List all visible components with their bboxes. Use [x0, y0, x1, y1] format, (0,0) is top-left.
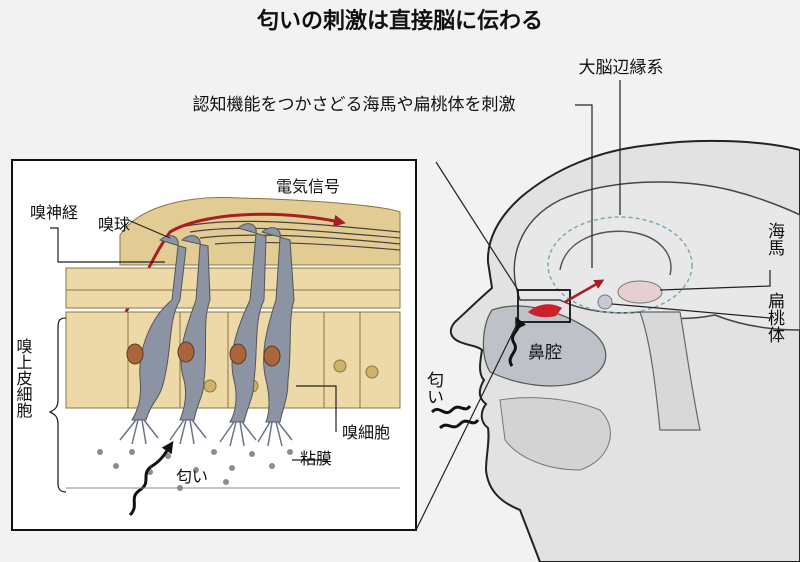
amygdala-shape	[597, 294, 613, 310]
label-olfactory-nerve: 嗅神経	[30, 203, 78, 222]
olfactory-bulb-shape	[119, 197, 401, 266]
label-limbic-note: 認知機能をつかさどる海馬や扁桃体を刺激	[193, 95, 516, 115]
label-olfactory-epithelium: 嗅上皮細胞	[14, 338, 33, 419]
label-limbic-system: 大脳辺縁系	[579, 58, 664, 78]
leader-lines	[415, 80, 771, 531]
label-olfactory-bulb: 嗅球	[98, 215, 130, 234]
label-mucosa: 粘膜	[300, 449, 332, 468]
odor-arrow-head	[508, 316, 527, 367]
label-electric-signal: 電気信号	[276, 177, 340, 196]
signal-arrow-head	[564, 279, 605, 304]
page-title: 匂いの刺激は直接脳に伝わる	[256, 8, 543, 34]
label-odor-head: 匂い	[423, 371, 444, 405]
inset-panel	[11, 159, 417, 531]
label-amygdala: 扁桃体	[764, 292, 785, 343]
hippocampus-shape	[617, 280, 663, 304]
odor-arrow-inset	[128, 441, 174, 517]
limbic-ring	[547, 216, 693, 314]
head-illustration	[430, 139, 800, 562]
label-nasal-cavity: 鼻腔	[528, 343, 562, 363]
label-odor-inset: 匂い	[176, 467, 208, 486]
inset-source-box	[517, 289, 571, 323]
label-hippocampus: 海馬	[764, 222, 785, 257]
label-olfactory-cell: 嗅細胞	[342, 423, 390, 442]
olfactory-neurons	[131, 223, 295, 423]
inset-leaders	[50, 219, 337, 461]
